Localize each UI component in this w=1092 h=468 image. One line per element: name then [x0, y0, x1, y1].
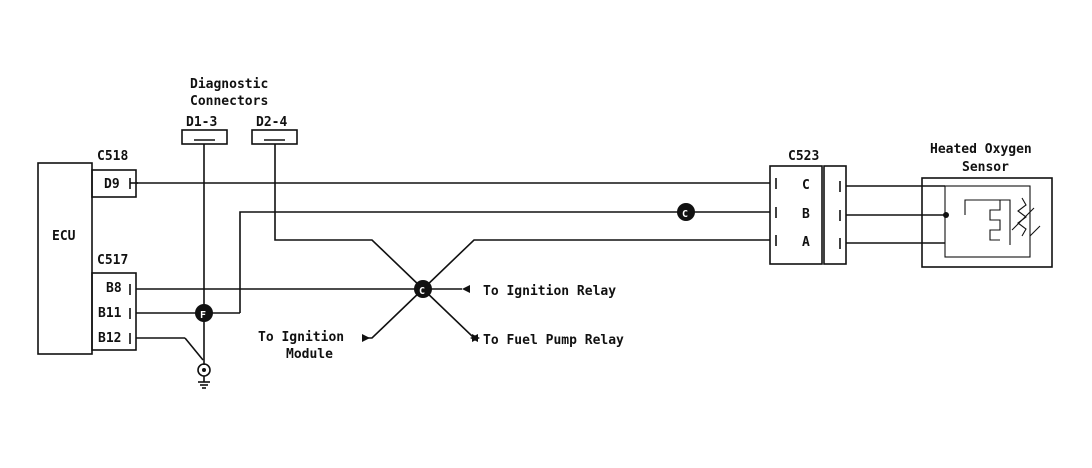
pin-b-label: B: [802, 207, 810, 222]
diagnostic-title-1: Diagnostic: [190, 77, 268, 92]
arrow-fuel-pump: [472, 334, 480, 342]
pin-d9-label: D9: [104, 177, 120, 192]
splice-f: [195, 304, 213, 322]
wire-fuel-pump: [422, 288, 478, 339]
c517-label: C517: [97, 253, 128, 268]
sensor-box: [921, 177, 1053, 268]
heater-coil-icon: [964, 199, 1001, 241]
ecu-label: ECU: [52, 229, 76, 244]
sensor-label-2: Sensor: [962, 160, 1009, 175]
to-ignition-module-label-2: Module: [286, 347, 333, 362]
diag-connector-1: [181, 129, 228, 145]
arrow-ignition-relay: [462, 285, 470, 293]
diag-connector-2: [251, 129, 298, 145]
c523-connector-left: [769, 165, 823, 265]
diagnostic-title-2: Connectors: [190, 94, 268, 109]
to-fuel-pump-relay-label: To Fuel Pump Relay: [483, 333, 624, 348]
ecu-box: [37, 162, 93, 355]
c523-connector-right: [823, 165, 847, 265]
pin-c-label: C: [802, 178, 810, 193]
splice-f-label: F: [200, 310, 206, 321]
splice-c-b-wire: [677, 203, 695, 221]
wire-a: [422, 239, 770, 290]
sensor-element: [944, 185, 1031, 258]
to-ignition-relay-label: To Ignition Relay: [483, 284, 616, 299]
diag-conn-1-label: D1-3: [186, 115, 217, 130]
pin-b11-label: B11: [98, 306, 122, 321]
variable-resistor-icon: [1017, 197, 1027, 237]
pin-b12-label: B12: [98, 331, 121, 346]
diag-conn-2-label: D2-4: [256, 115, 287, 130]
to-ignition-module-label-1: To Ignition: [258, 330, 344, 345]
splice-c-center-label: C: [419, 286, 425, 297]
pin-a-label: A: [802, 235, 810, 250]
splice-c-center: [414, 280, 432, 298]
arrow-ignition-module: [362, 334, 370, 342]
c523-label: C523: [788, 149, 819, 164]
wire-b11-b: [239, 211, 770, 313]
c518-label: C518: [97, 149, 128, 164]
pin-b8-label: B8: [106, 281, 122, 296]
wire-d2-4: [274, 144, 424, 290]
sensor-label-1: Heated Oxygen: [930, 142, 1032, 157]
splice-c-b-label: C: [682, 209, 688, 220]
c517-connector: [91, 272, 137, 351]
wire-ignition-module: [365, 288, 424, 339]
